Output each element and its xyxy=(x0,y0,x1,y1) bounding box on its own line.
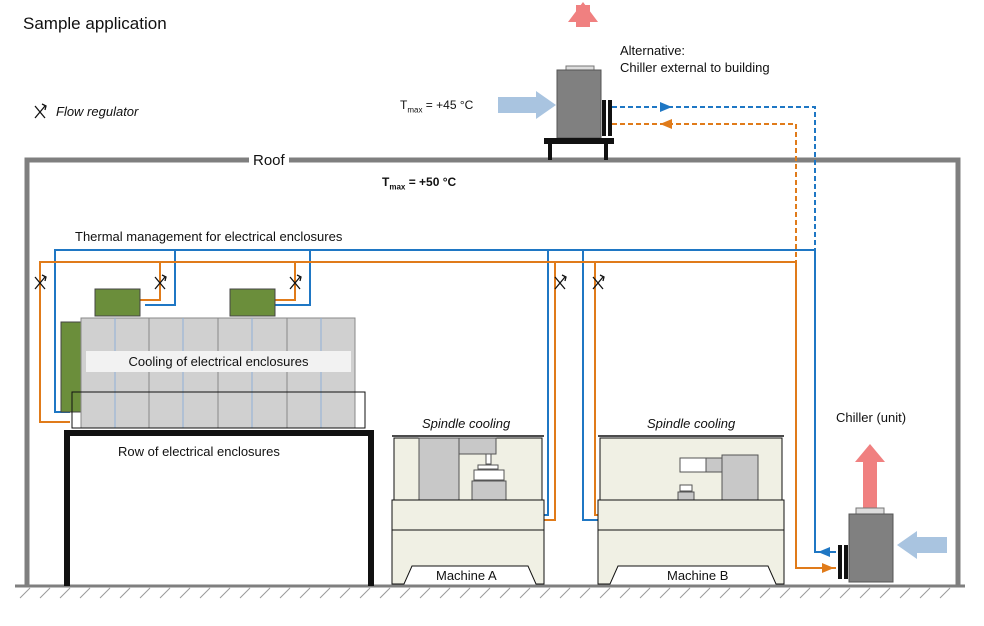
machine-a xyxy=(391,435,545,585)
chiller-unit xyxy=(838,444,947,583)
inside-temperature: Tmax = +50 °C xyxy=(382,175,457,192)
enclosure-row xyxy=(60,288,374,586)
external-chiller xyxy=(498,2,614,160)
machine-a-label: Machine A xyxy=(436,568,497,583)
flow-regulator-icon xyxy=(154,274,167,290)
building-walls xyxy=(24,157,961,586)
external-return-arrow xyxy=(660,119,672,129)
cooling-label: Cooling of electrical enclosures xyxy=(86,351,351,372)
row-label: Row of electrical enclosures xyxy=(118,444,280,459)
roof-label: Roof xyxy=(249,152,289,169)
machine-a-spindle-label: Spindle cooling xyxy=(422,416,511,431)
external-chiller-label-2: Chiller external to building xyxy=(620,60,770,75)
unit-return-arrow xyxy=(822,563,834,573)
flow-regulator-icon xyxy=(554,274,567,290)
flow-regulator-icons xyxy=(34,103,605,290)
flow-regulator-icon xyxy=(289,274,302,290)
external-supply-arrow xyxy=(660,102,672,112)
ground xyxy=(15,584,965,599)
page-title: Sample application xyxy=(23,14,167,33)
outside-temperature: Tmax = +45 °C xyxy=(400,98,474,115)
flow-regulator-icon xyxy=(34,274,47,290)
machine-b-label: Machine B xyxy=(667,568,729,583)
chiller-unit-label: Chiller (unit) xyxy=(836,410,907,425)
machine-b xyxy=(597,435,785,585)
flow-regulator-icon xyxy=(592,274,605,290)
unit-supply-arrow xyxy=(818,547,830,557)
legend-flow-regulator-icon xyxy=(34,103,47,119)
thermal-management-label: Thermal management for electrical enclos… xyxy=(75,229,343,244)
legend-label: Flow regulator xyxy=(56,104,139,119)
machine-b-spindle-label: Spindle cooling xyxy=(647,416,736,431)
external-chiller-label-1: Alternative: xyxy=(620,43,686,58)
external-pipes xyxy=(612,106,816,262)
